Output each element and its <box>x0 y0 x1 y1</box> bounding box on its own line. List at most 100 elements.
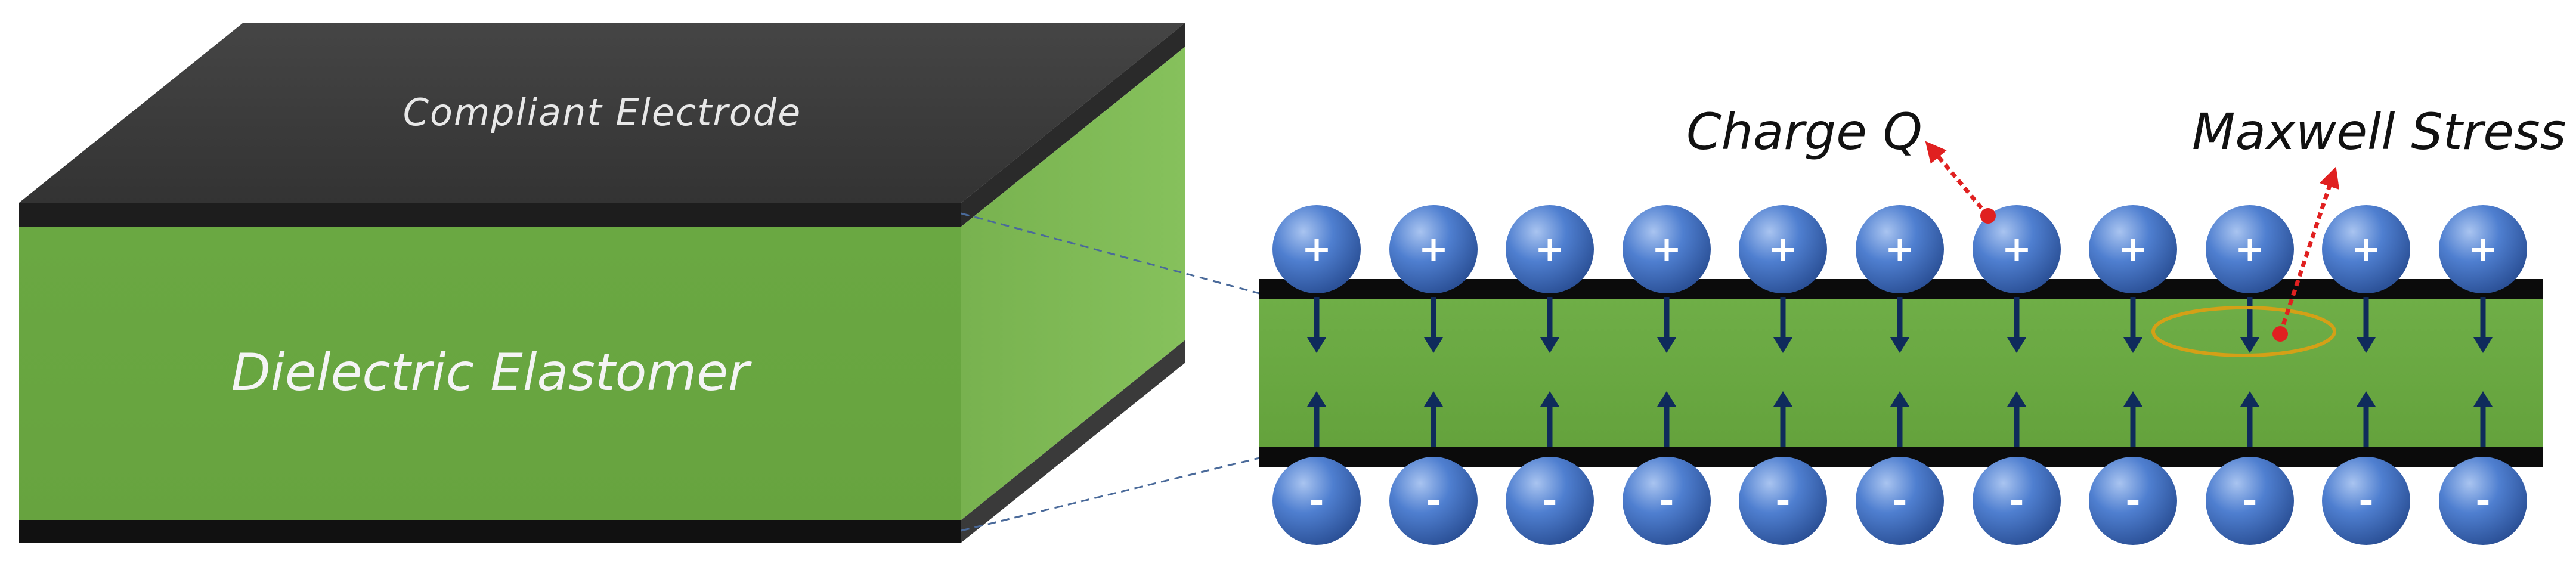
cross-section: +++++++++++ ----------- <box>1259 205 2543 545</box>
charge-symbol: - <box>1893 480 1908 522</box>
charge-sphere <box>2206 457 2294 545</box>
charge-symbol: + <box>1652 228 1682 270</box>
arrow-up-icon <box>2240 391 2259 447</box>
charge-symbol: - <box>1309 480 1324 522</box>
connector-line-top <box>961 212 1260 295</box>
arrow-down-icon <box>1773 297 1792 353</box>
charge-q-pointer-arrow <box>1925 141 1990 218</box>
arrow-down-icon <box>2007 297 2026 353</box>
charge-symbol: + <box>1419 228 1448 270</box>
electrode-top-front-edge <box>19 203 961 227</box>
positive-charge-icon: + <box>1506 205 1594 293</box>
positive-charge-icon: + <box>1623 205 1711 293</box>
charge-symbol: + <box>2468 228 2498 270</box>
compliant-electrode-label: Compliant Electrode <box>403 91 802 134</box>
charge-symbol: + <box>1535 228 1565 270</box>
charge-sphere <box>1856 457 1944 545</box>
charge-sphere <box>1973 457 2061 545</box>
arrow-up-icon <box>2123 391 2142 447</box>
maxwell-stress-pointer-dot <box>2272 326 2288 342</box>
charge-sphere <box>1389 205 1478 293</box>
negative-charge-icon: - <box>1389 457 1478 545</box>
charge-sphere <box>1389 457 1478 545</box>
arrow-up-icon <box>1657 391 1676 447</box>
maxwell-stress-pointer-arrow <box>2278 166 2340 335</box>
charge-symbol: - <box>2126 480 2141 522</box>
arrow-down-icon <box>1657 297 1676 353</box>
charge-q-label: Charge Q <box>1686 103 1922 161</box>
charge-symbol: + <box>2118 228 2148 270</box>
electrode-bottom-front-edge <box>19 520 961 543</box>
positive-charge-icon: + <box>1272 205 1361 293</box>
charge-sphere <box>2322 205 2410 293</box>
charge-symbol: - <box>2010 480 2024 522</box>
positive-charge-icon: + <box>1739 205 1827 293</box>
elastomer-front-face <box>19 227 961 520</box>
charge-symbol: + <box>2235 228 2265 270</box>
charge-sphere <box>1973 205 2061 293</box>
positive-charge-icon: + <box>2439 205 2527 293</box>
charge-symbol: + <box>1885 228 1915 270</box>
positive-charges-row: + + + + + + + + + + + <box>1272 205 2527 293</box>
arrow-up-icon <box>1424 391 1443 447</box>
charge-sphere <box>1856 205 1944 293</box>
arrow-down-icon <box>1890 297 1909 353</box>
positive-charge-icon: + <box>1856 205 1944 293</box>
arrow-up-icon <box>2473 391 2493 447</box>
arrow-up-icon <box>1540 391 1559 447</box>
negative-charge-icon: - <box>1739 457 1827 545</box>
charge-symbol: + <box>2002 228 2032 270</box>
elastomer-side-face <box>961 47 1185 520</box>
arrow-up-icon <box>1773 391 1792 447</box>
charge-sphere <box>1739 205 1827 293</box>
positive-charge-icon: + <box>2322 205 2410 293</box>
arrow-down-icon <box>2357 297 2376 353</box>
annotations: Charge Q Maxwell Stress <box>1686 103 2566 342</box>
positive-charge-icon: + <box>1389 205 1478 293</box>
charge-sphere <box>1272 205 1361 293</box>
positive-charge-icon: + <box>1973 205 2061 293</box>
charge-symbol: - <box>2243 480 2258 522</box>
negative-charge-icon: - <box>1272 457 1361 545</box>
negative-charge-icon: - <box>2322 457 2410 545</box>
elastomer-block-3d: Compliant Electrode Dielectric Elastomer <box>19 23 1185 543</box>
charge-symbol: - <box>1776 480 1791 522</box>
charge-q-pointer-dot <box>1980 208 1996 224</box>
charge-sphere <box>2439 205 2527 293</box>
arrow-down-icon <box>1424 297 1443 353</box>
negative-charge-icon: - <box>2089 457 2177 545</box>
connector-line-bottom <box>961 457 1260 532</box>
charge-sphere <box>1506 457 1594 545</box>
charge-symbol: + <box>2351 228 2381 270</box>
arrow-up-icon <box>2007 391 2026 447</box>
negative-charge-icon: - <box>1856 457 1944 545</box>
electrode-bottom-side-edge <box>961 340 1185 543</box>
arrow-down-icon <box>2123 297 2142 353</box>
arrow-down-icon <box>1540 297 1559 353</box>
electrode-top-side-edge <box>961 23 1185 227</box>
charge-symbol: + <box>1768 228 1798 270</box>
charge-sphere <box>2089 457 2177 545</box>
arrow-down-icon <box>2473 297 2493 353</box>
charge-sphere <box>1506 205 1594 293</box>
charge-sphere <box>1739 457 1827 545</box>
charge-sphere <box>1272 457 1361 545</box>
negative-charges-row: ----------- <box>1272 457 2527 545</box>
maxwell-stress-label: Maxwell Stress <box>2192 103 2566 161</box>
charge-sphere <box>2322 457 2410 545</box>
arrow-up-icon <box>1307 391 1326 447</box>
charge-symbol: - <box>1543 480 1558 522</box>
charge-sphere <box>1623 205 1711 293</box>
electrode-top-face <box>19 23 1185 203</box>
charge-sphere <box>1623 457 1711 545</box>
charge-sphere <box>2089 205 2177 293</box>
arrow-up-icon <box>1890 391 1909 447</box>
arrow-down-icon <box>1307 297 1326 353</box>
charge-sphere <box>2439 457 2527 545</box>
arrow-down-icon <box>2240 297 2259 353</box>
positive-charge-icon: + <box>2206 205 2294 293</box>
negative-charge-icon: - <box>1506 457 1594 545</box>
negative-charge-icon: - <box>2206 457 2294 545</box>
